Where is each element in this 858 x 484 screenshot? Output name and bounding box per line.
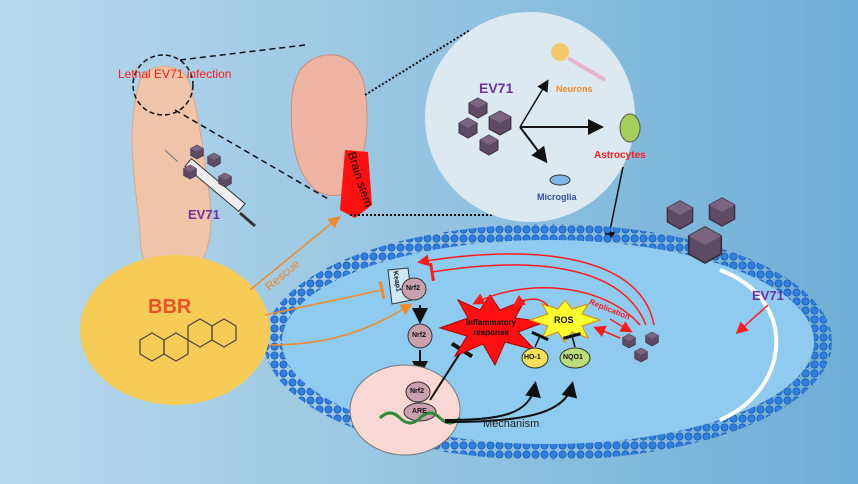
- neurons-label: Neurons: [556, 84, 593, 94]
- nqo1-label: NQO1: [563, 354, 583, 361]
- brain-illustration: [290, 54, 372, 218]
- are-label: ARE: [412, 408, 427, 415]
- bbr-structure: [139, 318, 237, 362]
- ros-label: ROS: [554, 315, 574, 325]
- nrf2-label-free: Nrf2: [412, 332, 427, 339]
- ho1-label: HO-1: [524, 354, 541, 361]
- bbr-ellipse: [80, 255, 270, 405]
- cell-types-panel: [425, 12, 635, 222]
- nrf2-label-nucleus: Nrf2: [410, 388, 425, 395]
- astrocytes-label: Astrocytes: [594, 150, 646, 161]
- microglia-label: Microglia: [537, 192, 577, 202]
- syringe-icon: [164, 149, 256, 228]
- nrf2-label-bound: Nrf2: [406, 285, 421, 292]
- neuron-icon: [551, 43, 607, 82]
- bbr-label: BBR: [148, 296, 192, 318]
- ev71-label-circle: EV71: [479, 80, 514, 96]
- inflammatory-burst: [438, 294, 546, 367]
- ev71-label-cell: EV71: [752, 288, 784, 303]
- mechanism-label: Mechanism: [483, 418, 540, 430]
- infection-title: Lethal EV71 infection: [118, 67, 232, 81]
- ev71-label-mouse: EV71: [188, 207, 220, 222]
- astrocyte-icon: [619, 113, 641, 143]
- microglia-icon: [549, 174, 571, 186]
- inflammatory-response-label: Inflammatory response: [465, 318, 517, 337]
